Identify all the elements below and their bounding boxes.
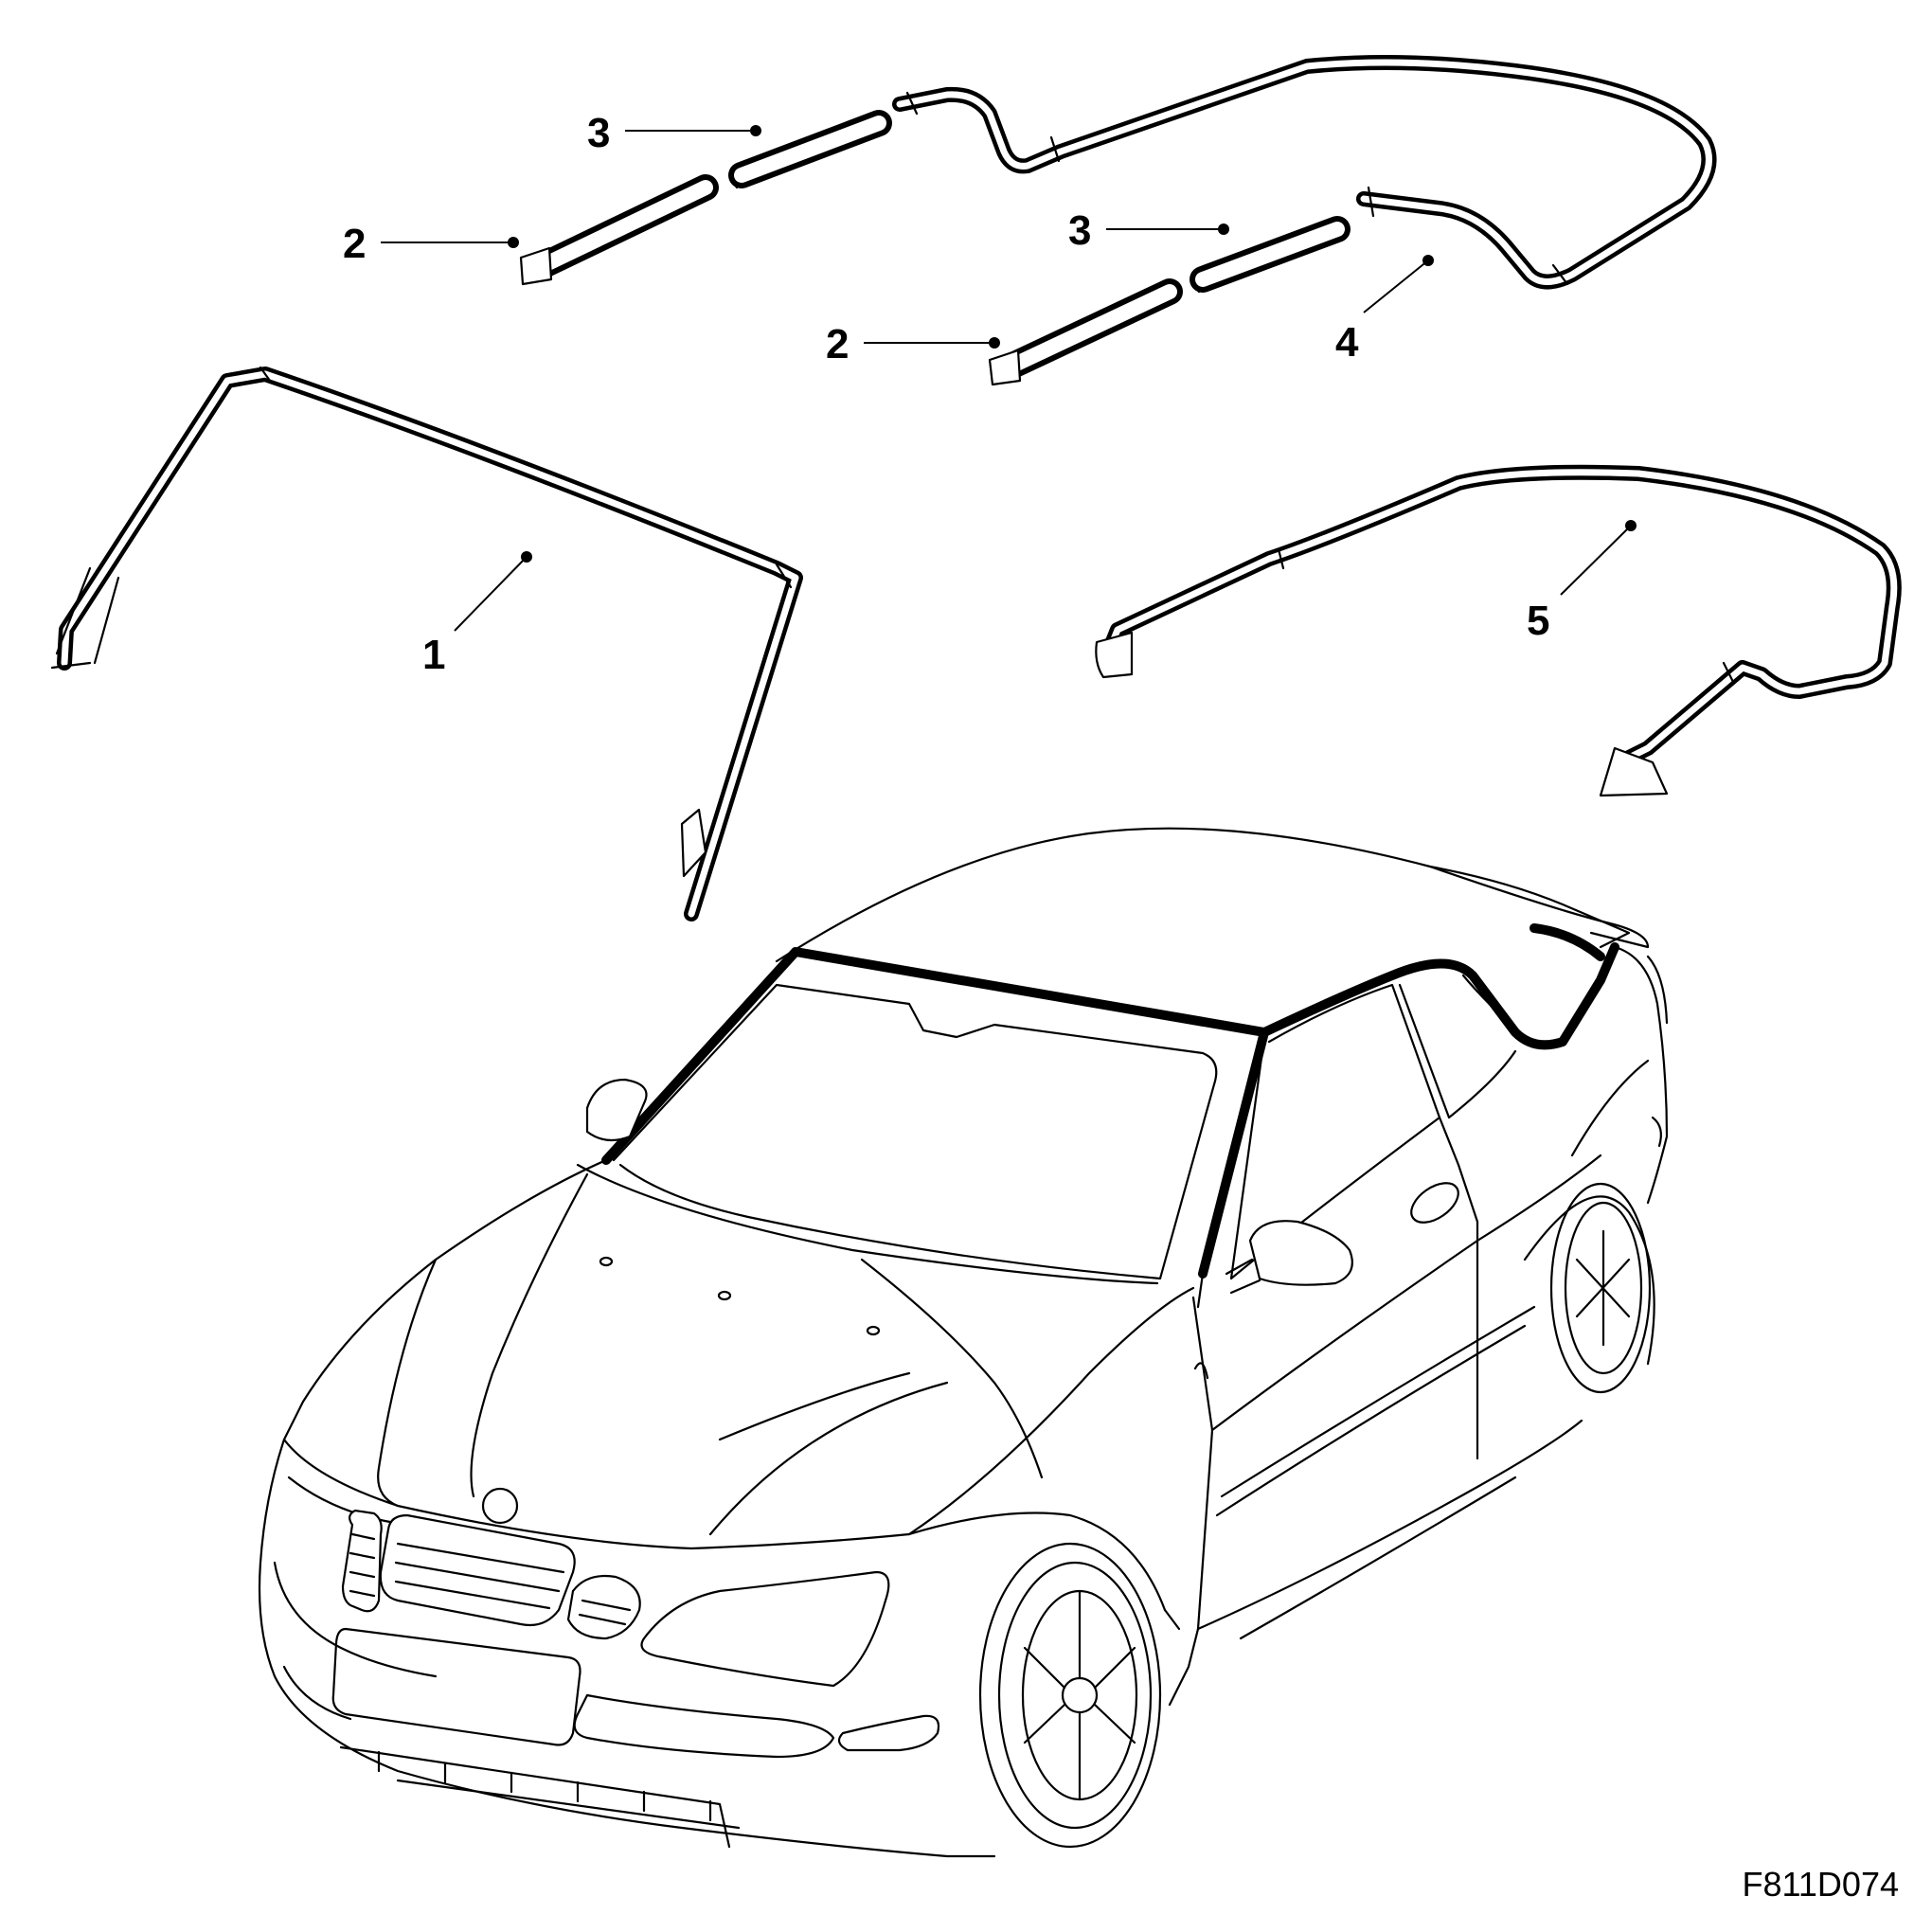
callout-4: 4 (1335, 255, 1434, 366)
callout-2-right: 2 (826, 321, 1000, 367)
callout-label-5: 5 (1527, 598, 1549, 644)
part-2-seal-lower-right (988, 278, 1183, 386)
part-5-rear-seal (1095, 464, 1902, 797)
callout-label-2: 2 (826, 321, 849, 367)
callout-2-left: 2 (343, 221, 519, 267)
diagram-reference-code: F811D074 (1743, 1865, 1899, 1904)
part-4-roof-frame-seal (892, 55, 1717, 290)
callout-label-1: 1 (422, 632, 445, 678)
callout-3-left: 3 (587, 110, 761, 156)
car-illustration (258, 827, 1669, 1858)
callout-1: 1 (422, 551, 532, 678)
callout-label-3: 3 (587, 110, 610, 156)
part-3-seal-upper-left (728, 110, 892, 189)
part-2-seal-lower-left (519, 174, 719, 286)
callout-5: 5 (1527, 520, 1637, 644)
callout-label-4: 4 (1335, 319, 1359, 366)
callout-label-3: 3 (1068, 207, 1091, 254)
callout-3-right: 3 (1068, 207, 1229, 254)
part-3-seal-upper-right (1190, 216, 1351, 294)
callout-label-2: 2 (343, 221, 366, 267)
part-1-windscreen-seal (50, 366, 803, 921)
